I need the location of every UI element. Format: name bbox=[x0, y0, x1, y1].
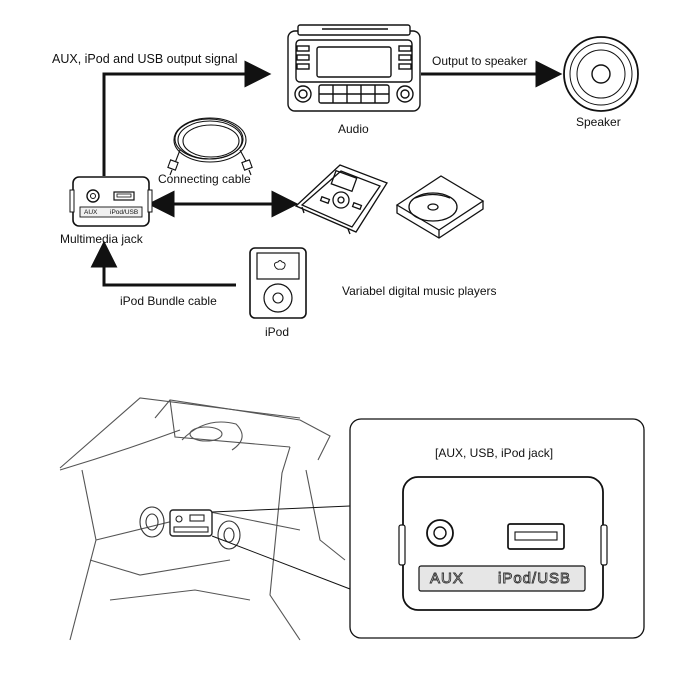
center-console-drawing bbox=[59, 397, 346, 641]
speaker-icon bbox=[563, 36, 639, 112]
cd-player-icon bbox=[395, 175, 485, 239]
detail-pointer-line-top bbox=[211, 505, 351, 513]
multimedia-jack-label: Multimedia jack bbox=[60, 232, 143, 246]
portable-player-icon bbox=[294, 164, 388, 235]
speaker-label: Speaker bbox=[576, 115, 621, 129]
small-jack-aux-text: AUX bbox=[84, 209, 98, 216]
ipod-icon bbox=[249, 247, 307, 319]
audio-label: Audio bbox=[338, 122, 369, 136]
connecting-cable-label: Connecting cable bbox=[158, 172, 251, 186]
multimedia-jack-icon bbox=[69, 176, 153, 227]
connecting-cable-icon bbox=[167, 117, 253, 176]
large-jack-icon bbox=[398, 476, 608, 611]
large-jack-aux-text: AUX bbox=[430, 570, 464, 588]
small-jack-ipod-usb-text: iPod/USB bbox=[110, 209, 139, 216]
detail-pointer-line-bottom bbox=[211, 535, 351, 590]
variable-players-label: Variabel digital music players bbox=[342, 284, 497, 298]
signal-arrow-jack-to-audio bbox=[102, 60, 272, 176]
output-signal-label: AUX, iPod and USB output signal bbox=[52, 52, 238, 66]
audio-unit-icon bbox=[287, 24, 421, 112]
jack-detail-title: [AUX, USB, iPod jack] bbox=[435, 446, 554, 460]
large-jack-ipod-usb-text: iPod/USB bbox=[498, 570, 572, 588]
output-to-speaker-label: Output to speaker bbox=[432, 54, 528, 68]
ipod-bundle-cable-label: iPod Bundle cable bbox=[120, 294, 217, 308]
arrow-ipod-to-jack bbox=[90, 240, 236, 287]
ipod-label: iPod bbox=[265, 325, 290, 339]
